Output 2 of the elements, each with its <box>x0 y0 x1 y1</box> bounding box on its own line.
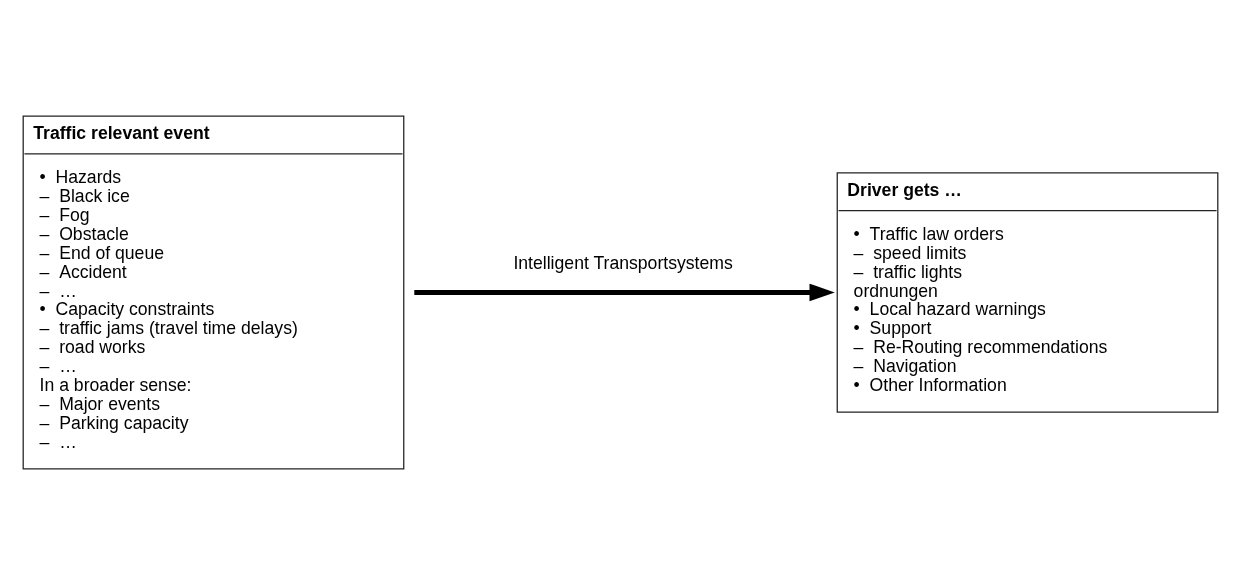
edge-label: Intelligent Transportsystems <box>513 252 733 273</box>
arrow <box>414 283 835 302</box>
